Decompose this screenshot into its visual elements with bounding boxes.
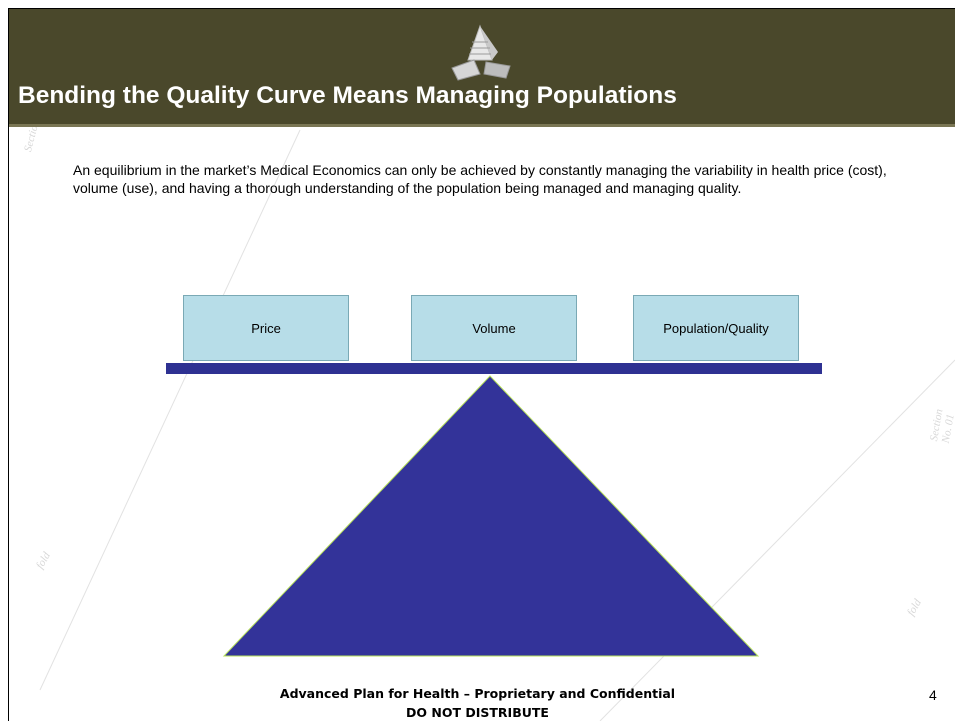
- folded-paper-logo: [451, 24, 511, 81]
- page-number: 4: [929, 687, 937, 703]
- footer-confidential: Advanced Plan for Health – Proprietary a…: [279, 686, 676, 701]
- volume-box-label: Volume: [472, 320, 516, 336]
- slide-body-text: An equilibrium in the market’s Medical E…: [73, 162, 887, 196]
- volume-box: Volume: [411, 295, 577, 361]
- population-quality-box-label: Population/Quality: [663, 320, 769, 336]
- population-quality-box: Population/Quality: [633, 295, 799, 361]
- price-box: Price: [183, 295, 349, 361]
- footer-do-not-distribute: DO NOT DISTRIBUTE: [406, 705, 549, 720]
- price-box-label: Price: [251, 320, 281, 336]
- slide-title: Bending the Quality Curve Means Managing…: [18, 82, 677, 109]
- balance-beam: [166, 363, 822, 374]
- title-bar-rule: [8, 124, 955, 127]
- title-bar: [8, 8, 955, 124]
